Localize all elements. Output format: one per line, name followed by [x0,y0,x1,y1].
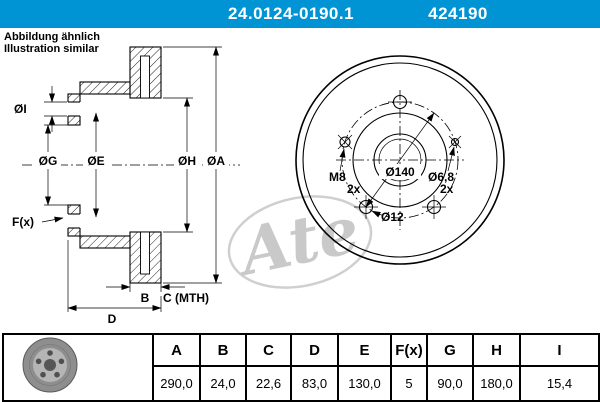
vent-slot-bottom [140,231,150,275]
dim-label-b: B [141,291,150,305]
flange-hole-top [67,102,81,116]
hat-wall-top [79,81,131,95]
ate-watermark: Ate [227,192,373,292]
note-line-de: Abbildung ähnlich [4,31,100,43]
header-bar: 24.0124-0190.1 424190 [0,0,600,28]
part-number: 24.0124-0190.1 [227,4,355,23]
value-a: 290,0 [152,365,201,402]
col-header-e: E [337,332,392,368]
dim-label-dia-a: ØA [207,154,225,168]
technical-drawing: Ate [12,46,505,326]
col-header-i: I [519,332,600,368]
front-view: Ø140 M8 2x Ø6,8 2x Ø12 [295,55,505,265]
dim-label-dia-h: ØH [178,154,196,168]
value-h: 180,0 [472,365,521,402]
dim-label-dia-i: ØI [14,102,27,116]
dim-label-bolt-circle: Ø140 [385,165,415,179]
cross-section-view: ØA ØH ØE ØG ØI F(x) [12,46,240,326]
dim-label-dia-e: ØE [87,154,104,168]
outer-diameter-circle [295,55,505,265]
value-g: 90,0 [426,365,474,402]
dimensions-table: A B C D E F(x) G H I 290,0 24,0 22,6 83,… [2,332,600,402]
dim-label-c: C (MTH) [163,291,209,305]
dim-label-dia-g: ØG [39,154,58,168]
col-header-a: A [152,332,201,368]
value-i: 15,4 [519,365,600,402]
note-line-en: Illustration similar [4,43,99,55]
watermark-text: Ate [229,192,366,291]
label-lug-hole: Ø12 [381,210,404,224]
value-f: 5 [390,365,428,402]
reference-number: 424190 [428,4,488,23]
hat-wall-bottom [79,235,131,249]
col-header-g: G [426,332,474,368]
friction-surface-circle [302,62,498,258]
label-m8-count: 2x [347,182,361,196]
similarity-note: Abbildung ähnlich Illustration similar [4,31,100,55]
col-header-c: C [245,332,292,368]
value-d: 83,0 [290,365,339,402]
value-e: 130,0 [337,365,392,402]
vent-slot-top [140,55,150,99]
brake-disc-photo [22,337,78,393]
m8-threaded-hole [339,136,351,148]
label-small-hole-count: 2x [440,182,454,196]
dim-label-d: D [108,312,117,326]
col-header-h: H [472,332,521,368]
small-hole [450,137,460,147]
col-header-b: B [199,332,247,368]
value-c: 22,6 [245,365,292,402]
product-thumbnail-cell [2,333,154,402]
label-m8: M8 [329,170,346,184]
col-header-f: F(x) [390,332,428,368]
col-header-d: D [290,332,339,368]
value-b: 24,0 [199,365,247,402]
dim-label-f: F(x) [12,215,34,229]
label-small-hole: Ø6,8 [428,170,454,184]
flange-hole-bottom [67,214,81,228]
